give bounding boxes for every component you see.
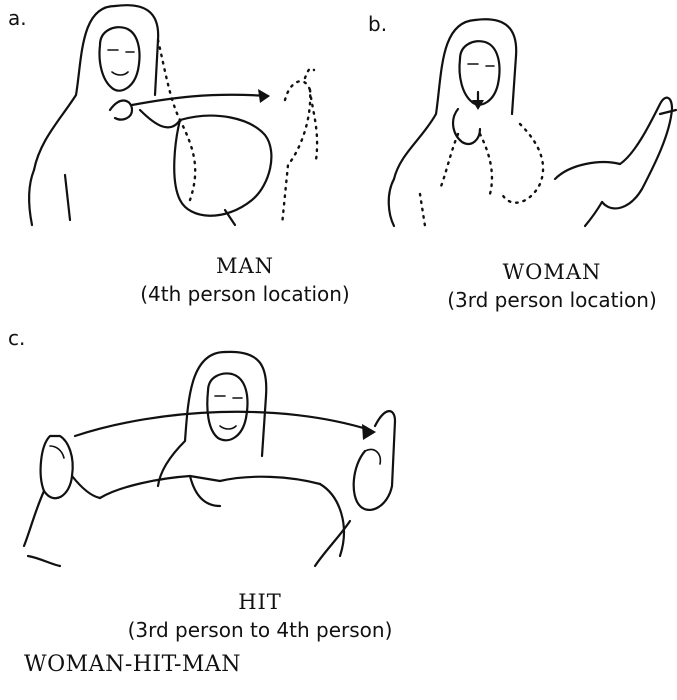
caption-hit: HIT (3rd person to 4th person) [120, 588, 400, 644]
caption-man: MAN (4th person location) [130, 252, 360, 308]
sentence-gloss: WOMAN-HIT-MAN [24, 652, 241, 677]
sign-label-woman: WOMAN [432, 258, 672, 286]
sign-label-man: MAN [130, 252, 360, 280]
location-note-hit: (3rd person to 4th person) [120, 616, 400, 644]
panel-c-illustration [20, 346, 440, 571]
panel-b-illustration [380, 14, 677, 229]
panel-a-illustration [20, 0, 340, 230]
location-note-woman: (3rd person location) [432, 286, 672, 314]
location-note-man: (4th person location) [130, 280, 360, 308]
caption-woman: WOMAN (3rd person location) [432, 258, 672, 314]
sign-label-hit: HIT [120, 588, 400, 616]
